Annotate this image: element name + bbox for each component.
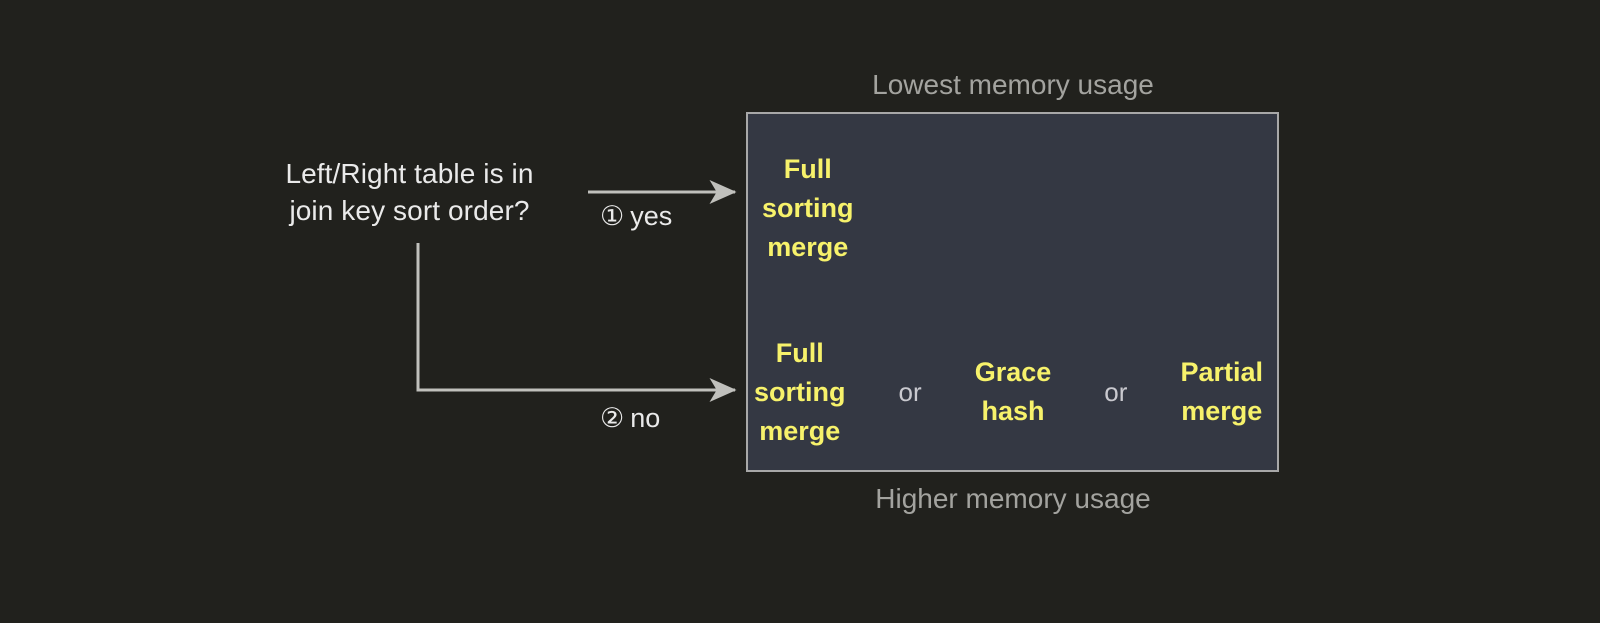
option-row-yes: Full sorting merge	[748, 138, 1277, 278]
option-full-sorting-merge: Full sorting merge	[762, 153, 854, 262]
option-full-sorting-merge: Full sorting merge	[754, 337, 846, 446]
option-row-no: Full sorting merge or Grace hash or Part…	[748, 322, 1277, 462]
decision-question: Left/Right table is in join key sort ord…	[285, 158, 534, 226]
join-algorithm-box: Full sorting merge Full sorting merge or…	[746, 112, 1279, 472]
option-partial-merge: Partial merge	[1180, 357, 1263, 426]
branch-text-2: no	[630, 403, 661, 433]
option-separator-or: or	[898, 376, 922, 407]
arrow-no	[416, 243, 737, 402]
branch-text-1: yes	[630, 201, 673, 231]
option-grace-hash: Grace hash	[974, 357, 1052, 426]
option-separator-or: or	[1104, 376, 1128, 407]
caption-higher-memory-usage: Higher memory usage	[875, 483, 1151, 514]
caption-lowest-memory-usage: Lowest memory usage	[872, 69, 1154, 100]
branch-marker-1: ①	[600, 201, 625, 231]
branch-marker-2: ②	[600, 403, 625, 433]
